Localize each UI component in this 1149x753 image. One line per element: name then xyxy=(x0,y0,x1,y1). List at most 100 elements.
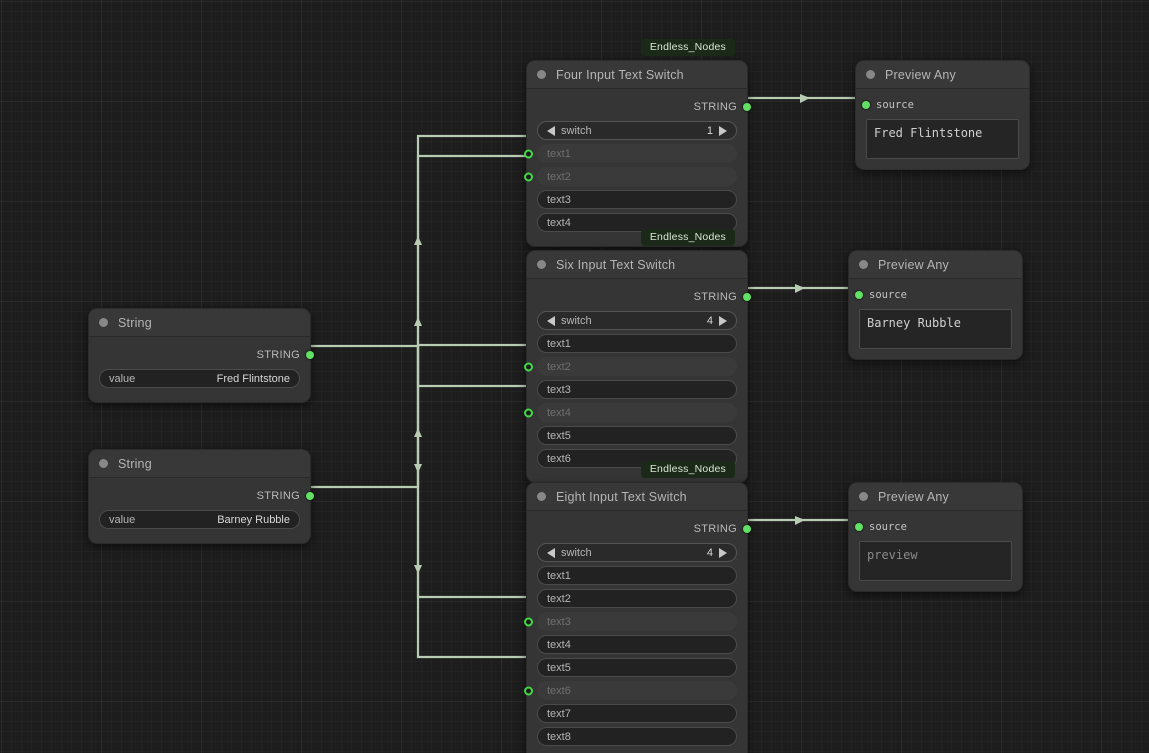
widget-switch-combo[interactable]: switch 4 xyxy=(537,543,737,562)
collapse-dot-icon[interactable] xyxy=(99,318,108,327)
widget-text7[interactable]: text7 xyxy=(537,704,737,723)
input-slot-label: text4 xyxy=(547,406,571,419)
output-slot-string[interactable]: STRING xyxy=(537,97,751,117)
node-title-bar[interactable]: String xyxy=(89,450,310,478)
node-preview-any-3[interactable]: Preview Any source preview xyxy=(848,482,1023,592)
widget-text1[interactable]: text1 xyxy=(537,566,737,585)
node-title-bar[interactable]: Eight Input Text Switch xyxy=(527,483,747,511)
node-title-text: String xyxy=(118,456,152,471)
node-string-barney[interactable]: String STRING value Barney Rubble xyxy=(88,449,314,544)
node-title-bar[interactable]: Preview Any xyxy=(856,61,1029,89)
node-body: STRING value Barney Rubble xyxy=(89,478,314,543)
widget-label: text6 xyxy=(547,452,571,465)
widget-switch-combo[interactable]: switch 1 xyxy=(537,121,737,140)
node-title-bar[interactable]: Four Input Text Switch xyxy=(527,61,747,89)
node-four-input-text-switch[interactable]: Endless_Nodes Four Input Text Switch STR… xyxy=(524,39,751,247)
input-dot-icon[interactable] xyxy=(524,408,533,417)
output-dot-icon[interactable] xyxy=(306,351,314,359)
arrow-left-icon[interactable] xyxy=(547,315,555,326)
input-slot-text6[interactable]: text6 xyxy=(524,681,737,700)
input-slot-text4[interactable]: text4 xyxy=(524,403,737,422)
node-title-text: Four Input Text Switch xyxy=(556,67,684,82)
widget-text4[interactable]: text4 xyxy=(537,635,737,654)
widget-label: text5 xyxy=(547,661,571,674)
node-title-bar[interactable]: Six Input Text Switch xyxy=(527,251,747,279)
widget-value-text: 4 xyxy=(706,314,713,327)
input-dot-icon[interactable] xyxy=(862,101,870,109)
input-slot-label: text1 xyxy=(547,147,571,160)
widget-text4[interactable]: text4 xyxy=(537,213,737,232)
input-slot-text3[interactable]: text3 xyxy=(524,612,737,631)
input-slot-text2[interactable]: text2 xyxy=(524,357,737,376)
node-preview-any-1[interactable]: Preview Any source Fred Flintstone xyxy=(855,60,1030,170)
arrow-right-icon[interactable] xyxy=(719,315,727,326)
output-dot-icon[interactable] xyxy=(306,492,314,500)
output-slot-string[interactable]: STRING xyxy=(537,519,751,539)
collapse-dot-icon[interactable] xyxy=(859,260,868,269)
widget-switch-combo[interactable]: switch 4 xyxy=(537,311,737,330)
node-eight-input-text-switch[interactable]: Endless_Nodes Eight Input Text Switch ST… xyxy=(524,461,751,753)
input-slot-text2[interactable]: text2 xyxy=(524,167,737,186)
input-slot-source[interactable]: source xyxy=(855,286,1012,304)
widget-text3[interactable]: text3 xyxy=(537,380,737,399)
collapse-dot-icon[interactable] xyxy=(99,459,108,468)
preview-text-box: Barney Rubble xyxy=(859,309,1012,349)
node-preview-any-2[interactable]: Preview Any source Barney Rubble xyxy=(848,250,1023,360)
widget-value-text: Barney Rubble xyxy=(217,513,290,526)
input-dot-icon[interactable] xyxy=(855,523,863,531)
input-dot-icon[interactable] xyxy=(524,686,533,695)
input-dot-icon[interactable] xyxy=(524,362,533,371)
node-six-input-text-switch[interactable]: Endless_Nodes Six Input Text Switch STRI… xyxy=(524,229,751,483)
output-dot-icon[interactable] xyxy=(743,103,751,111)
widget-label: text1 xyxy=(547,569,571,582)
wire-arrow-down-1 xyxy=(414,464,422,473)
arrow-right-icon[interactable] xyxy=(719,547,727,558)
input-slot-source[interactable]: source xyxy=(862,96,1019,114)
node-string-fred[interactable]: String STRING value Fred Flintstone xyxy=(88,308,314,403)
input-dot-icon[interactable] xyxy=(524,617,533,626)
node-title-text: Preview Any xyxy=(878,489,949,504)
collapse-dot-icon[interactable] xyxy=(537,70,546,79)
widget-text5[interactable]: text5 xyxy=(537,658,737,677)
node-title-bar[interactable]: Preview Any xyxy=(849,251,1022,279)
input-slot-source[interactable]: source xyxy=(855,518,1012,536)
collapse-dot-icon[interactable] xyxy=(859,492,868,501)
widget-text2[interactable]: text2 xyxy=(537,589,737,608)
widget-value[interactable]: value Fred Flintstone xyxy=(99,369,300,388)
collapse-dot-icon[interactable] xyxy=(866,70,875,79)
input-slot-label: source xyxy=(869,521,907,533)
widget-label: switch xyxy=(561,314,592,327)
input-dot-icon[interactable] xyxy=(855,291,863,299)
arrow-right-icon[interactable] xyxy=(719,125,727,136)
widget-text5[interactable]: text5 xyxy=(537,426,737,445)
output-slot-string[interactable]: STRING xyxy=(99,345,314,365)
widget-text1[interactable]: text1 xyxy=(537,334,737,353)
widget-text8[interactable]: text8 xyxy=(537,727,737,746)
widget-value[interactable]: value Barney Rubble xyxy=(99,510,300,529)
arrow-left-icon[interactable] xyxy=(547,125,555,136)
wire-arrow-up-3 xyxy=(414,428,422,437)
node-title-bar[interactable]: String xyxy=(89,309,310,337)
output-dot-icon[interactable] xyxy=(743,293,751,301)
widget-label: text4 xyxy=(547,638,571,651)
collapse-dot-icon[interactable] xyxy=(537,492,546,501)
output-dot-icon[interactable] xyxy=(743,525,751,533)
node-title-text: Preview Any xyxy=(878,257,949,272)
node-title-bar[interactable]: Preview Any xyxy=(849,483,1022,511)
arrow-left-icon[interactable] xyxy=(547,547,555,558)
input-slot-text1[interactable]: text1 xyxy=(524,144,737,163)
wire-fred-to-eight-text3 xyxy=(416,346,533,599)
input-dot-icon[interactable] xyxy=(524,172,533,181)
widget-text3[interactable]: text3 xyxy=(537,190,737,209)
output-slot-string[interactable]: STRING xyxy=(99,486,314,506)
input-dot-icon[interactable] xyxy=(524,149,533,158)
widget-label: text8 xyxy=(547,730,571,743)
node-title-text: String xyxy=(118,315,152,330)
output-slot-string[interactable]: STRING xyxy=(537,287,751,307)
node-body: STRING value Fred Flintstone xyxy=(89,337,314,402)
node-body: STRING switch 4 text1 text2 text3 xyxy=(524,511,751,753)
collapse-dot-icon[interactable] xyxy=(537,260,546,269)
node-body: STRING switch 1 text1 text2 text3 xyxy=(524,89,751,246)
widget-label: switch xyxy=(561,546,592,559)
